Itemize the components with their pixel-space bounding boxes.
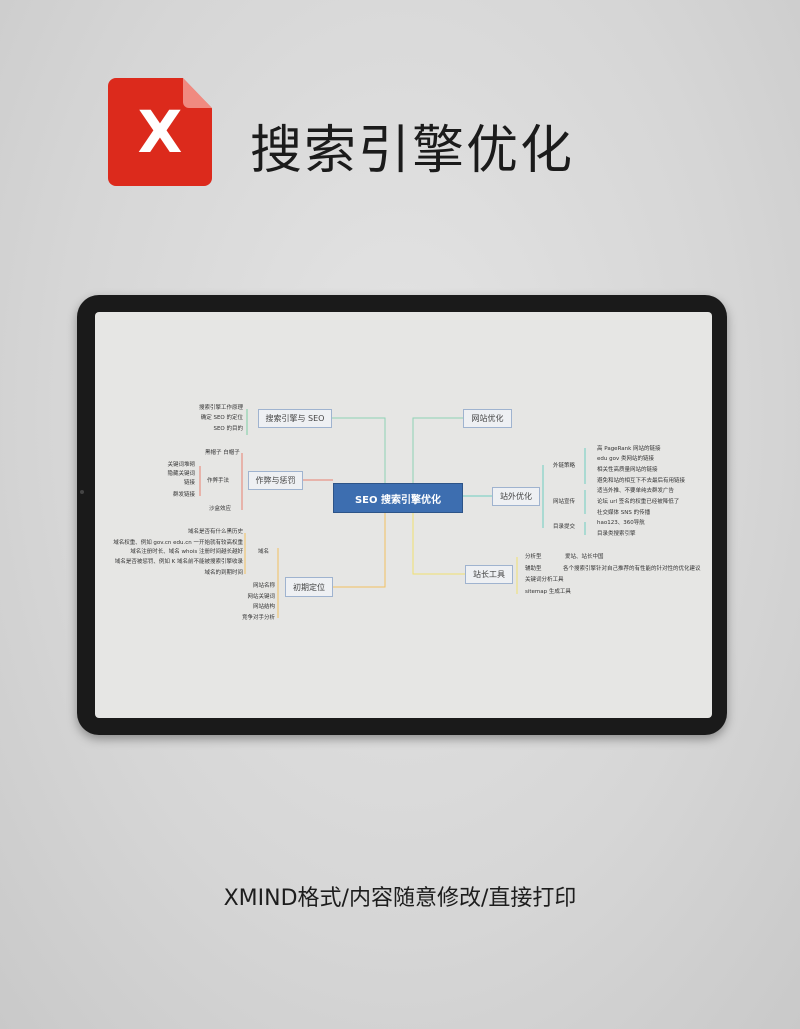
leaf[interactable]: 沙盒效应 — [209, 506, 232, 512]
leaf[interactable]: 隐藏关键词 — [167, 471, 195, 477]
leaf[interactable]: 目录提交 — [553, 524, 576, 530]
leaf[interactable]: SEO 的目的 — [213, 426, 243, 432]
mindmap-screen: SEO 搜索引擎优化 搜索引擎与 SEO 搜索引擎工作原理 确定 SEO 的定位… — [95, 312, 712, 718]
mindmap-connectors — [199, 409, 586, 618]
leaf[interactable]: 爱站、站长中国 — [565, 554, 604, 560]
leaf[interactable]: 域名注册时长、域名 whois 注册时间越长越好 — [130, 549, 243, 555]
leaf[interactable]: 适当外推、不要单纯去群发广告 — [597, 488, 675, 494]
leaf[interactable]: 避免和站的相互下不去最后有用链接 — [597, 478, 686, 484]
leaf[interactable]: 关键词堆砌 — [167, 462, 195, 468]
leaf[interactable]: 搜索引擎工作原理 — [198, 405, 243, 411]
leaf[interactable]: 域名是否有什么黑历史 — [187, 529, 243, 535]
leaf[interactable]: 关键词分析工具 — [525, 577, 564, 583]
leaf[interactable]: 作弊手法 — [207, 478, 230, 484]
page-title: 搜索引擎优化 — [250, 121, 575, 181]
topic-initial-positioning[interactable]: 初期定位 — [285, 577, 333, 597]
leaf[interactable]: 分析型 — [525, 554, 542, 560]
tablet-camera — [80, 490, 84, 494]
leaf[interactable]: hao123、360导航 — [597, 520, 645, 526]
logo-letter: X — [137, 98, 183, 166]
leaf[interactable]: sitemap 生成工具 — [525, 589, 571, 595]
topic-offsite-optimization[interactable]: 站外优化 — [492, 487, 540, 506]
leaf[interactable]: 辅助型 — [525, 566, 542, 572]
leaf[interactable]: 群发链接 — [172, 492, 195, 498]
leaf[interactable]: 社交媒体 SNS 的传播 — [597, 510, 651, 516]
leaf[interactable]: 域名的到期时间 — [204, 570, 243, 576]
leaf[interactable]: 相关性高质量网站的链接 — [597, 467, 658, 473]
leaf[interactable]: edu gov 类网站的链接 — [597, 456, 654, 462]
topic-search-engine-seo[interactable]: 搜索引擎与 SEO — [258, 409, 332, 428]
leaf[interactable]: 域名是否被惩罚、例如 K 域名前不能被搜索引擎收录 — [114, 559, 243, 565]
leaf[interactable]: 网站名称 — [252, 583, 275, 589]
caption: XMIND格式/内容随意修改/直接打印 — [223, 886, 577, 911]
leaf[interactable]: 黑帽子 白帽子 — [205, 450, 240, 456]
topic-cheat-punish[interactable]: 作弊与惩罚 — [248, 471, 303, 490]
leaf[interactable]: 链接 — [183, 480, 195, 486]
topic-onsite-optimization[interactable]: 网站优化 — [463, 409, 512, 428]
leaf[interactable]: 确定 SEO 的定位 — [200, 415, 243, 421]
central-topic[interactable]: SEO 搜索引擎优化 — [333, 483, 463, 513]
leaf[interactable]: 网站关键词 — [247, 594, 275, 600]
leaf[interactable]: 网站结构 — [252, 604, 275, 610]
leaf[interactable]: 域名 — [258, 549, 270, 555]
leaf[interactable]: 域名权重、例如 gov.cn edu.cn 一开始就有较高权重 — [113, 540, 243, 546]
leaf[interactable]: 目录类搜索引擎 — [597, 531, 636, 537]
leaf[interactable]: 网站宣传 — [553, 499, 576, 505]
topic-webmaster-tools[interactable]: 站长工具 — [465, 565, 513, 584]
leaf[interactable]: 竞争对手分析 — [241, 615, 275, 621]
leaf[interactable]: 高 PageRank 网站的链接 — [597, 446, 661, 452]
leaf[interactable]: 各个搜索引擎针对自己推荐的有性能的针对性的优化建议 — [563, 566, 701, 572]
leaf[interactable]: 论坛 url 签名的权重已经被降低了 — [597, 499, 680, 505]
leaf[interactable]: 外链策略 — [553, 463, 576, 469]
